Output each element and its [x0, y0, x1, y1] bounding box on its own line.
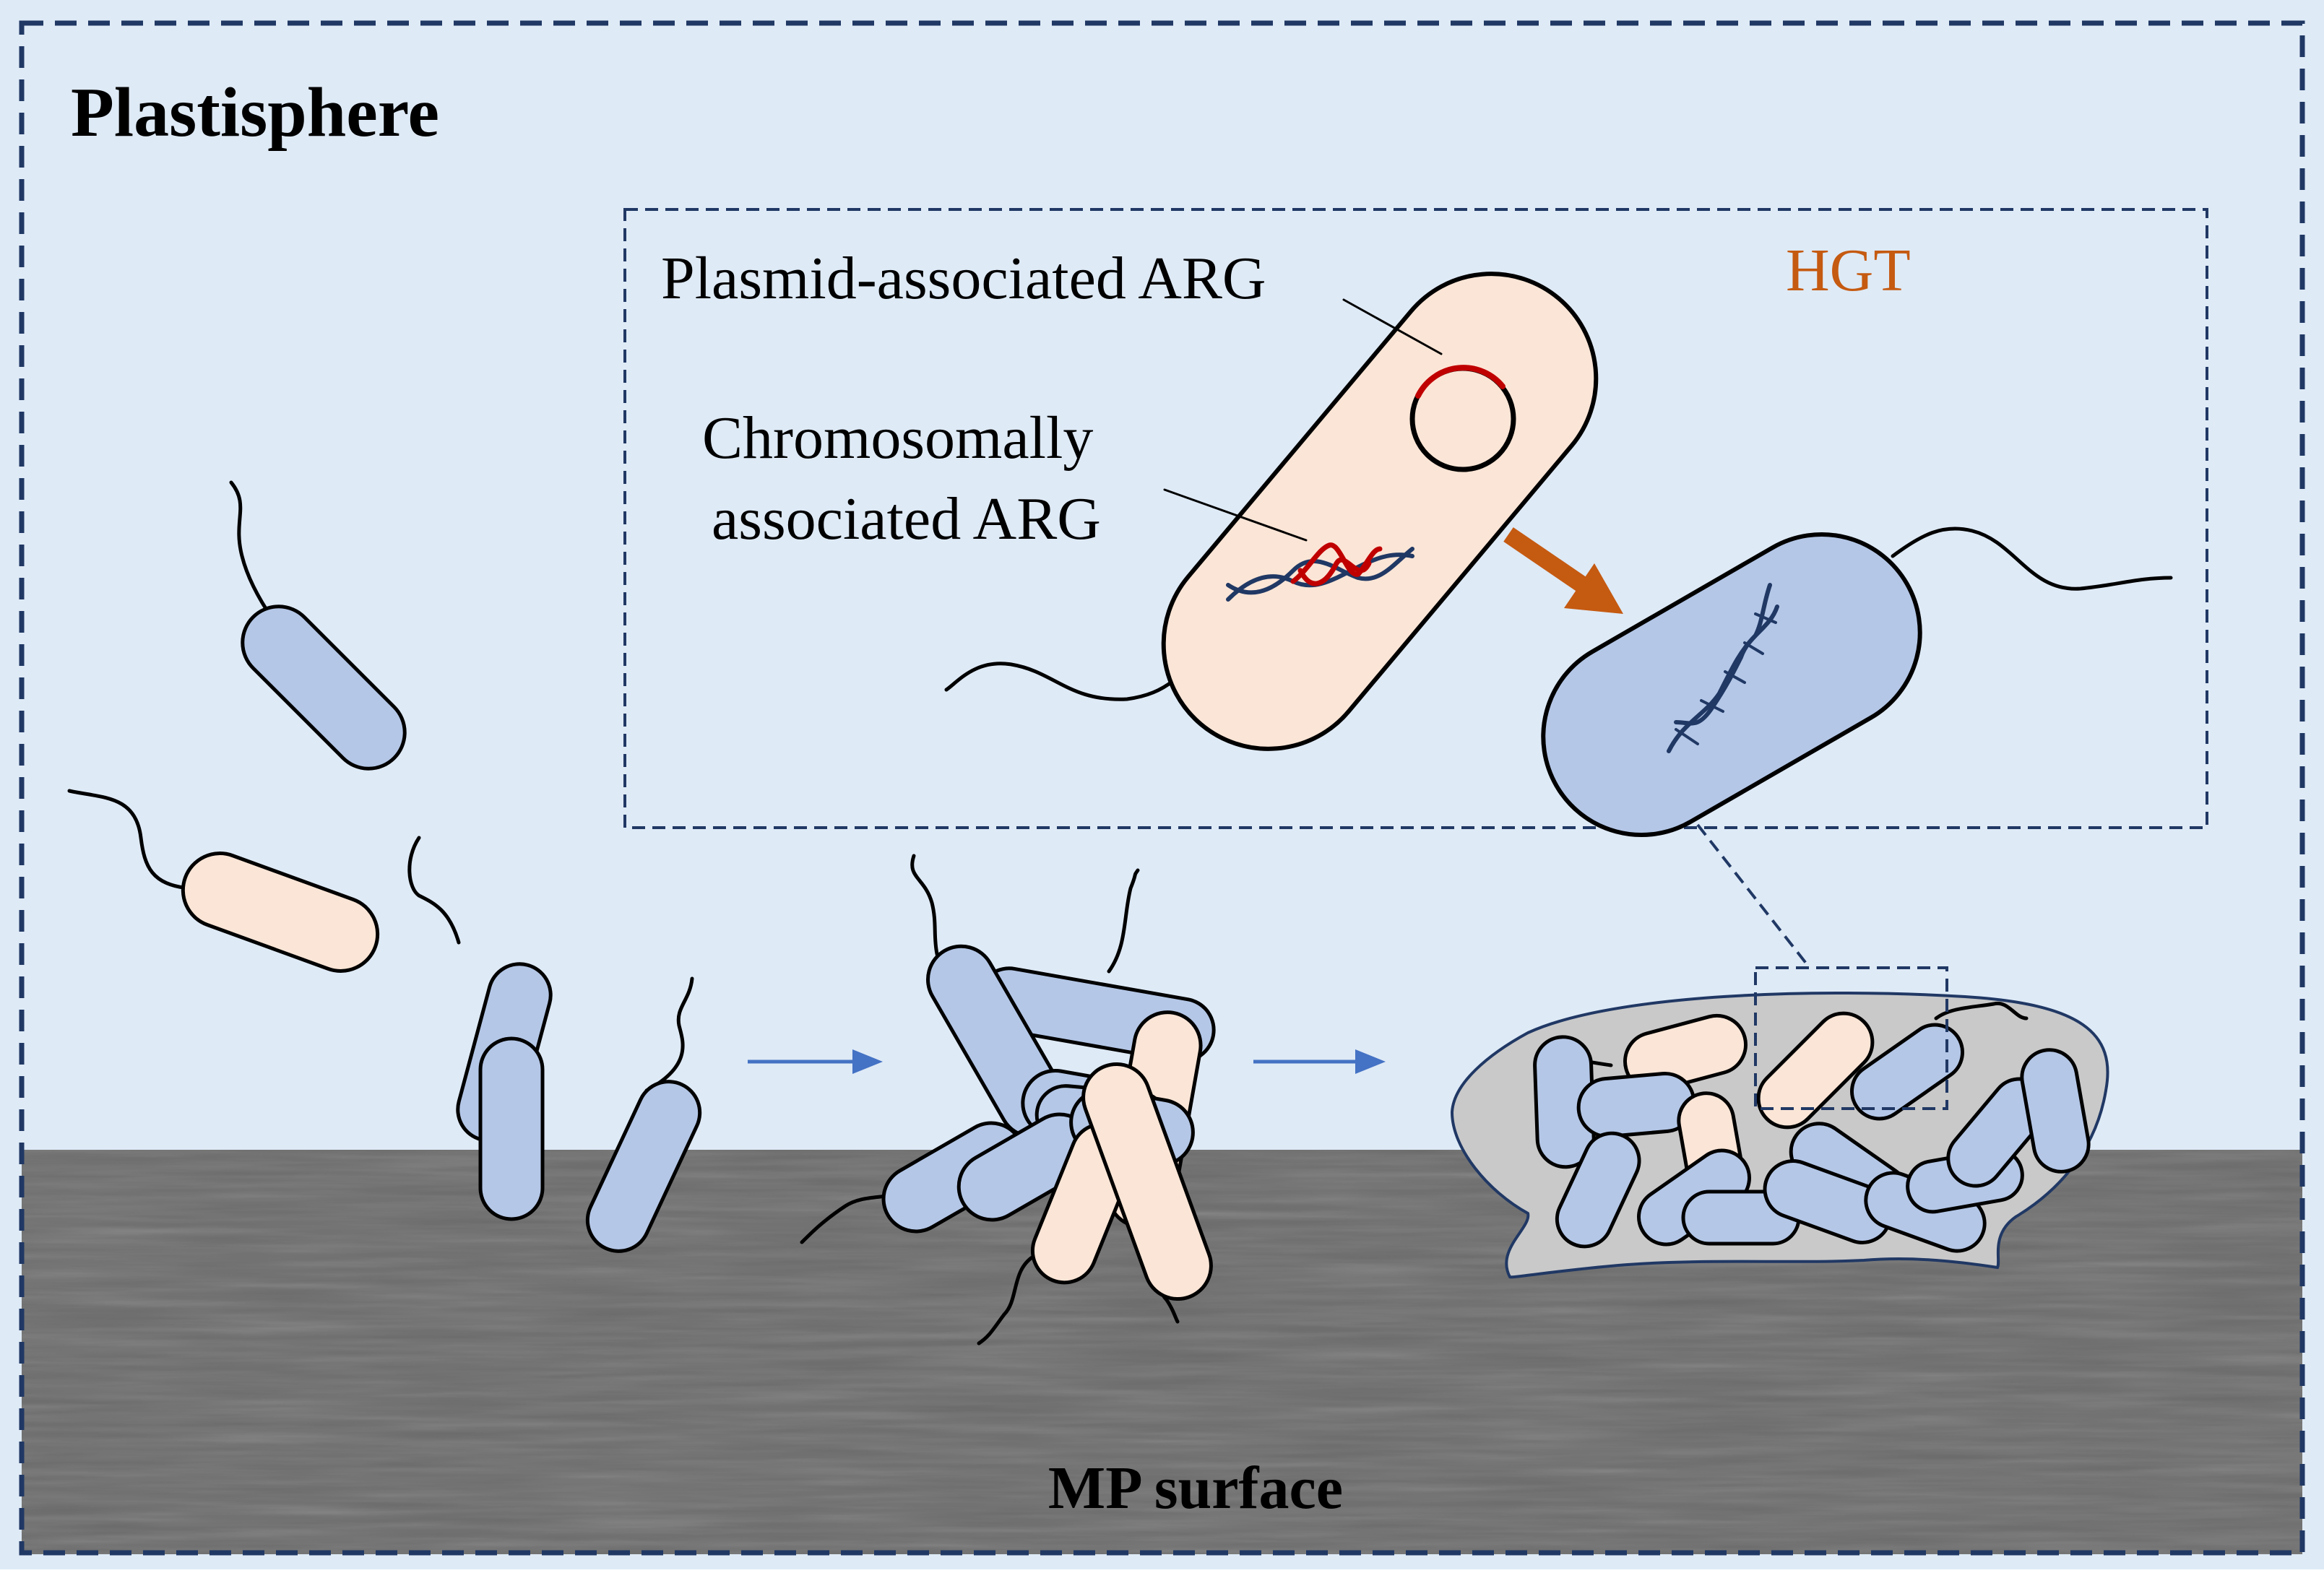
hgt-label: HGT: [1786, 237, 1911, 304]
bacterium-blue: [229, 480, 407, 771]
zoom-region: [1754, 966, 1948, 1110]
zoom-connector: [1696, 823, 1811, 969]
bacterium-peach: [67, 789, 380, 973]
plastisphere-title: Plastisphere: [71, 74, 439, 152]
arrow-colonization-to-biofilm: [1253, 1049, 1386, 1074]
plasmid-arg: [1415, 365, 1506, 399]
process-arrows: [748, 1049, 1386, 1074]
plasmid-arg-label: Plasmid-associated ARG: [661, 245, 1266, 312]
plasmid-arg-pointer: [1342, 298, 1443, 355]
recipient-cell: [1541, 526, 2173, 837]
chromosomal-arg-label-line1: Chromosomally: [702, 404, 1093, 472]
bacterium-attached: [585, 976, 702, 1253]
recipient-dna: [1667, 583, 1779, 753]
planktonic-bacteria: [67, 480, 702, 1253]
chromosomal-arg-pointer: [1163, 488, 1308, 542]
arrow-attachment-to-colonization: [748, 1049, 883, 1074]
hgt-inset: HGT Plasmid-associated ARG Chromosomally…: [623, 208, 2208, 837]
plasmid: [1409, 365, 1516, 472]
chromosomal-arg-label-line2: associated ARG: [712, 485, 1101, 552]
bacterium-dividing: [407, 836, 553, 1221]
outer-frame: [19, 20, 2305, 1556]
bacterial-aggregate: [800, 854, 1216, 1346]
chromosomal-dna: [1226, 542, 1414, 602]
hgt-transfer-arrow: [1503, 527, 1623, 614]
inset-frame: [623, 208, 2208, 829]
mp-surface-label: MP surface: [1048, 1455, 1343, 1522]
donor-cell: [944, 272, 1599, 751]
chromosomal-arg: [1290, 542, 1383, 584]
biofilm: [1450, 823, 2109, 1279]
